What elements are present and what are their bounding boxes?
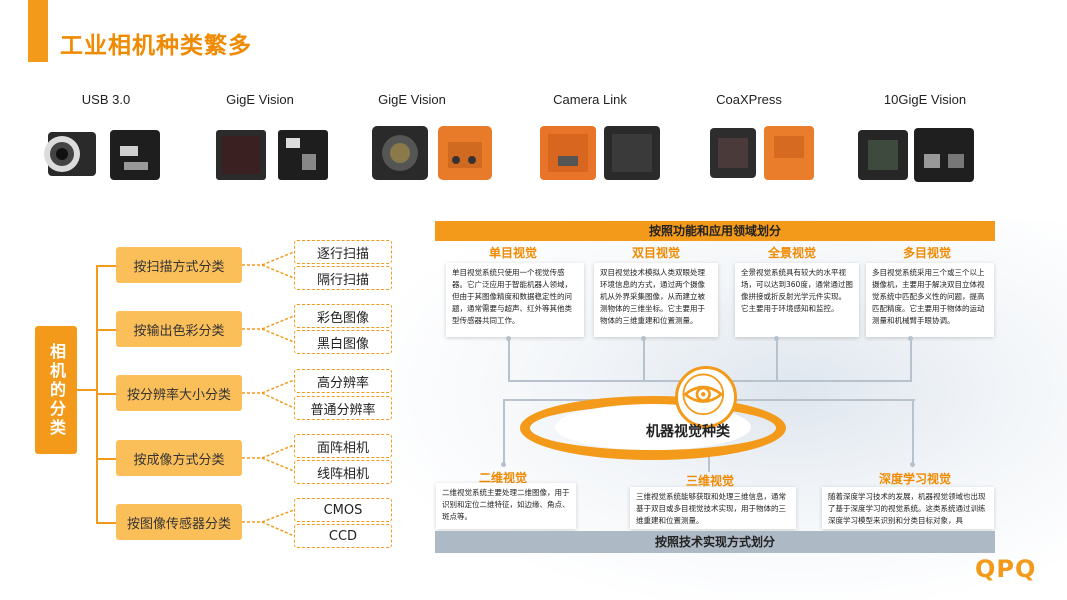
connector-dot bbox=[506, 336, 511, 341]
sub-high-resolution: 高分辨率 bbox=[294, 369, 392, 393]
vision-desc-multi-ocular: 多目视觉系统采用三个或三个以上摄像机，主要用于解决双目立体视觉系统中匹配多义性的… bbox=[866, 263, 994, 337]
connector-line bbox=[503, 399, 505, 467]
tree-branch bbox=[96, 329, 116, 331]
connector-line bbox=[910, 340, 912, 382]
category-scan-mode: 按扫描方式分类 bbox=[116, 247, 242, 283]
camera-image-coaxpress bbox=[708, 122, 816, 184]
camera-label-usb3: USB 3.0 bbox=[26, 92, 186, 107]
camera-classification-root: 相机的分类 bbox=[35, 326, 77, 454]
vision-title-deep-learning: 深度学习视觉 bbox=[850, 470, 980, 487]
vision-desc-panoramic: 全景视觉系统具有较大的水平视场，可以达到360度，通常通过图像拼接或折反射光学元… bbox=[735, 263, 859, 337]
sub-ccd: CCD bbox=[294, 524, 392, 548]
camera-image-camera-link bbox=[536, 122, 664, 184]
camera-label-camera-link: Camera Link bbox=[510, 92, 670, 107]
camera-image-gige-2 bbox=[368, 122, 496, 184]
category-resolution: 按分辨率大小分类 bbox=[116, 375, 242, 411]
category-imaging-mode: 按成像方式分类 bbox=[116, 440, 242, 476]
camera-label-gige-1: GigE Vision bbox=[180, 92, 340, 107]
sub-connectors bbox=[242, 240, 296, 540]
bottom-band-technical-implementation: 按照技术实现方式划分 bbox=[435, 531, 995, 553]
title-accent-bar bbox=[28, 0, 48, 62]
connector-dot bbox=[908, 336, 913, 341]
connector-dot bbox=[501, 462, 506, 467]
category-output-color: 按输出色彩分类 bbox=[116, 311, 242, 347]
vision-title-monocular: 单目视觉 bbox=[448, 244, 578, 261]
page-title: 工业相机种类繁多 bbox=[60, 26, 252, 60]
tree-branch bbox=[96, 265, 116, 267]
connector-line bbox=[776, 340, 778, 382]
camera-label-10gige: 10GigE Vision bbox=[845, 92, 1005, 107]
sub-progressive-scan: 逐行扫描 bbox=[294, 240, 392, 264]
category-image-sensor: 按图像传感器分类 bbox=[116, 504, 242, 540]
connector-line bbox=[508, 340, 510, 382]
center-label-machine-vision-types: 机器视觉种类 bbox=[646, 421, 730, 441]
sub-interlaced-scan: 隔行扫描 bbox=[294, 266, 392, 290]
connector-dot bbox=[774, 336, 779, 341]
camera-image-gige-1 bbox=[212, 124, 332, 184]
brand-logo: QPQ bbox=[975, 555, 1036, 583]
vision-desc-deep-learning: 随着深度学习技术的发展，机器视觉领域也出现了基于深度学习的视觉系统。这类系统通过… bbox=[822, 487, 994, 529]
tree-branch bbox=[96, 393, 116, 395]
sub-area-scan-camera: 面阵相机 bbox=[294, 434, 392, 458]
tree-connector bbox=[77, 389, 97, 391]
vision-desc-2d: 二维视觉系统主要处理二维图像，用于识别和定位二维特征，如边缘、角点、斑点等。 bbox=[436, 483, 576, 529]
sub-color-image: 彩色图像 bbox=[294, 304, 392, 328]
top-band-function-application: 按照功能和应用领域划分 bbox=[435, 221, 995, 241]
camera-image-10gige bbox=[856, 124, 978, 186]
vision-desc-3d: 三维视觉系统能够获取和处理三维信息，通常基于双目或多目视觉技术实现，用于物体的三… bbox=[630, 487, 796, 529]
vision-title-panoramic: 全景视觉 bbox=[727, 244, 857, 261]
vision-title-multi-ocular: 多目视觉 bbox=[862, 244, 992, 261]
connector-line bbox=[912, 399, 914, 467]
camera-image-usb3 bbox=[40, 122, 170, 188]
vision-title-binocular: 双目视觉 bbox=[591, 244, 721, 261]
vision-desc-monocular: 单目视觉系统只使用一个视觉传感器。它广泛应用于智能机器人领域，但由于其图像精度和… bbox=[446, 263, 584, 337]
tree-branch bbox=[96, 522, 116, 524]
eye-icon bbox=[675, 366, 737, 428]
camera-label-gige-2: GigE Vision bbox=[332, 92, 492, 107]
tree-branch bbox=[96, 458, 116, 460]
sub-mono-image: 黑白图像 bbox=[294, 330, 392, 354]
sub-line-scan-camera: 线阵相机 bbox=[294, 460, 392, 484]
connector-dot bbox=[910, 462, 915, 467]
sub-cmos: CMOS bbox=[294, 498, 392, 522]
connector-dot bbox=[641, 336, 646, 341]
vision-desc-binocular: 双目视觉技术模拟人类双眼处理环境信息的方式，通过两个摄像机从外界采集图像，从而建… bbox=[594, 263, 718, 337]
connector-line bbox=[643, 340, 645, 382]
camera-label-coaxpress: CoaXPress bbox=[669, 92, 829, 107]
sub-normal-resolution: 普通分辨率 bbox=[294, 396, 392, 420]
